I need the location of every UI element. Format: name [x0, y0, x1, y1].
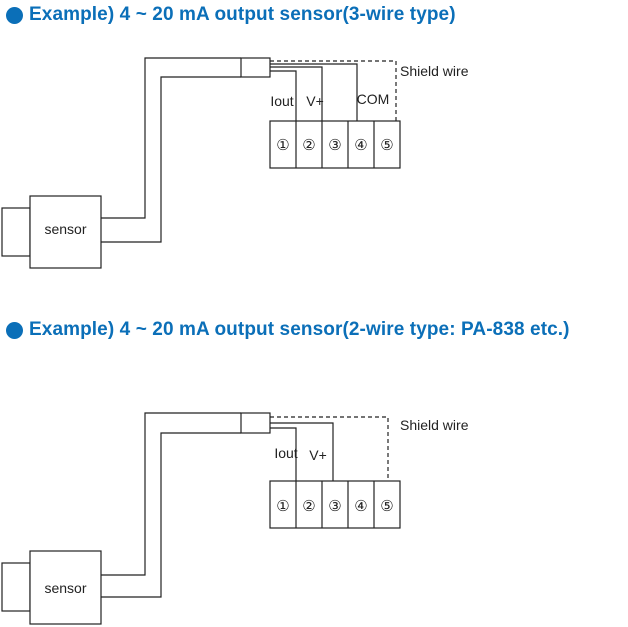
wire-label-vplus: V+: [306, 93, 324, 109]
example-2-heading: Example) 4 ~ 20 mA output sensor(2-wire …: [6, 316, 570, 344]
bullet-icon: [6, 6, 23, 24]
wire-vplus: [270, 66, 323, 121]
sensor-box: [29, 195, 102, 269]
cable-end: [240, 57, 271, 78]
wiring-diagram-3-wire: sensor Shield wire Iout V+ COM ① ② ③ ④ ⑤: [1, 57, 469, 269]
shield-wire: [270, 60, 397, 121]
terminal-3: ③: [328, 498, 341, 515]
wire-vplus: [270, 422, 334, 481]
terminal-2: ②: [302, 137, 315, 154]
cable-end: [240, 412, 271, 434]
terminal-5: ⑤: [380, 137, 393, 154]
bullet-icon: [6, 321, 23, 339]
cable-inner: [101, 432, 241, 598]
wire-iout: [270, 70, 297, 121]
sensor-box: [29, 550, 102, 625]
terminal-4: ④: [354, 137, 367, 154]
terminal-2: ②: [302, 498, 315, 515]
wire-label-iout: Iout: [274, 445, 297, 461]
sensor-label: sensor: [44, 580, 86, 596]
sensor-connector: [1, 207, 31, 257]
terminal-4: ④: [354, 498, 367, 515]
cable-inner: [101, 76, 241, 243]
wiring-diagram-2-wire: sensor Shield wire Iout V+ ① ② ③ ④ ⑤: [1, 412, 469, 625]
shield-wire-label: Shield wire: [400, 417, 469, 433]
sensor-label: sensor: [44, 221, 86, 237]
wire-iout: [270, 427, 297, 481]
terminal-block: [269, 480, 401, 529]
wire-label-vplus: V+: [309, 447, 327, 463]
example-1-title: Example) 4 ~ 20 mA output sensor(3-wire …: [29, 4, 456, 25]
example-2-title: Example) 4 ~ 20 mA output sensor(2-wire …: [29, 319, 570, 340]
terminal-1: ①: [276, 498, 289, 515]
sensor-connector: [1, 562, 31, 612]
shield-wire-label: Shield wire: [400, 63, 469, 79]
wire-label-com: COM: [357, 91, 390, 107]
example-1-heading: Example) 4 ~ 20 mA output sensor(3-wire …: [6, 1, 456, 29]
cable-outer: [101, 57, 241, 219]
terminal-block: [269, 120, 401, 169]
terminal-1: ①: [276, 137, 289, 154]
cable-outer: [101, 412, 241, 576]
wire-label-iout: Iout: [270, 93, 293, 109]
terminal-5: ⑤: [380, 498, 393, 515]
terminal-3: ③: [328, 137, 341, 154]
wire-com: [270, 63, 358, 121]
